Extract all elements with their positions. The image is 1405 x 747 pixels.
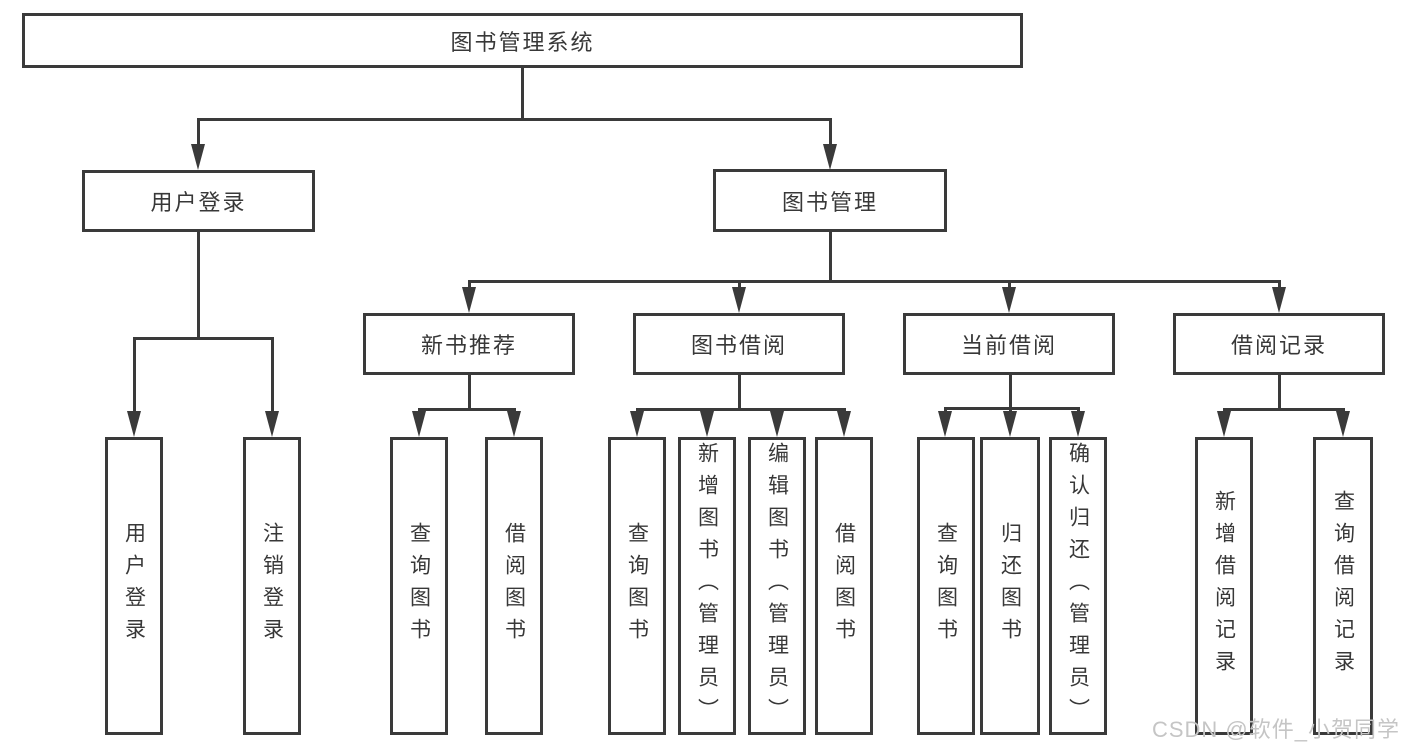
connector-drop-2-3 [1278, 280, 1281, 289]
node-label-leaf-add-record: 新增借阅记录 [1212, 490, 1236, 682]
connector-stem-6 [1278, 375, 1281, 411]
node-label-leaf-query-record: 查询借阅记录 [1331, 490, 1355, 682]
node-book-borrow: 图书借阅 [633, 313, 845, 375]
connector-drop-2-1 [738, 280, 741, 289]
connector-rail-2 [468, 280, 1281, 283]
node-leaf-borrow-book-2: 借阅图书 [815, 437, 873, 735]
connector-rail-3 [418, 408, 516, 411]
arrow-down-icon [732, 287, 746, 313]
node-label-leaf-query-book-3: 查询图书 [934, 522, 958, 650]
connector-rail-6 [1223, 408, 1345, 411]
node-leaf-return-book: 归还图书 [980, 437, 1040, 735]
node-label-leaf-edit-book: 编辑图书（管理员） [765, 442, 789, 730]
connector-drop-2-0 [468, 280, 471, 289]
connector-drop-5-2 [1077, 407, 1080, 413]
connector-stem-2 [829, 232, 832, 283]
connector-stem-0 [521, 68, 524, 121]
connector-stem-3 [468, 375, 471, 411]
connector-drop-2-2 [1008, 280, 1011, 289]
connector-drop-4-1 [706, 408, 709, 413]
arrow-down-icon [938, 411, 952, 437]
node-label-book-management: 图书管理 [781, 189, 878, 215]
node-label-leaf-return-book: 归还图书 [998, 522, 1022, 650]
connector-drop-6-0 [1223, 408, 1226, 413]
connector-drop-3-0 [418, 408, 421, 413]
node-new-book-recommend: 新书推荐 [363, 313, 575, 375]
node-borrow-record: 借阅记录 [1173, 313, 1385, 375]
arrow-down-icon [462, 287, 476, 313]
watermark: CSDN @软件_小贺同学 [1151, 717, 1400, 742]
arrow-down-icon [700, 411, 714, 437]
connector-drop-4-0 [636, 408, 639, 413]
connector-stem-1 [197, 232, 200, 340]
node-leaf-add-record: 新增借阅记录 [1195, 437, 1253, 735]
node-leaf-borrow-book-1: 借阅图书 [485, 437, 543, 735]
node-leaf-user-login: 用户登录 [105, 437, 163, 735]
arrow-down-icon [1217, 411, 1231, 437]
node-leaf-confirm-return: 确认归还（管理员） [1049, 437, 1107, 735]
node-leaf-query-book-3: 查询图书 [917, 437, 975, 735]
arrow-down-icon [1071, 411, 1085, 437]
connector-drop-6-1 [1342, 408, 1345, 413]
arrow-down-icon [1336, 411, 1350, 437]
node-book-management: 图书管理 [713, 169, 947, 232]
arrow-down-icon [1272, 287, 1286, 313]
connector-drop-0-0 [197, 118, 200, 146]
node-label-root: 图书管理系统 [450, 29, 595, 55]
arrow-down-icon [770, 411, 784, 437]
node-user-login: 用户登录 [82, 170, 315, 232]
node-leaf-query-book-2: 查询图书 [608, 437, 666, 735]
connector-rail-1 [133, 337, 274, 340]
connector-drop-1-0 [133, 337, 136, 413]
node-label-leaf-query-book-1: 查询图书 [407, 522, 431, 650]
node-label-leaf-logout: 注销登录 [260, 522, 284, 650]
connector-rail-5 [944, 407, 1080, 410]
node-label-leaf-add-book: 新增图书（管理员） [695, 442, 719, 730]
connector-rail-4 [636, 408, 846, 411]
arrow-down-icon [837, 411, 851, 437]
node-leaf-query-record: 查询借阅记录 [1313, 437, 1373, 735]
arrow-down-icon [1003, 411, 1017, 437]
node-leaf-add-book: 新增图书（管理员） [678, 437, 736, 735]
arrow-down-icon [507, 411, 521, 437]
node-label-leaf-query-book-2: 查询图书 [625, 522, 649, 650]
connector-drop-1-1 [271, 337, 274, 413]
connector-drop-3-1 [513, 408, 516, 413]
node-label-leaf-user-login: 用户登录 [122, 522, 146, 650]
node-leaf-query-book-1: 查询图书 [390, 437, 448, 735]
node-leaf-edit-book: 编辑图书（管理员） [748, 437, 806, 735]
connector-drop-4-2 [776, 408, 779, 413]
connector-drop-0-1 [829, 118, 832, 146]
arrow-down-icon [191, 144, 205, 170]
node-label-new-book-recommend: 新书推荐 [420, 333, 517, 358]
node-label-leaf-borrow-book-1: 借阅图书 [502, 522, 526, 650]
node-label-borrow-record: 借阅记录 [1230, 333, 1327, 358]
node-root: 图书管理系统 [22, 13, 1023, 68]
connector-stem-4 [738, 375, 741, 411]
node-label-leaf-confirm-return: 确认归还（管理员） [1066, 442, 1090, 730]
node-label-current-borrow: 当前借阅 [960, 333, 1057, 358]
node-label-leaf-borrow-book-2: 借阅图书 [832, 522, 856, 650]
node-leaf-logout: 注销登录 [243, 437, 301, 735]
connector-drop-5-1 [1009, 407, 1012, 413]
arrow-down-icon [412, 411, 426, 437]
arrow-down-icon [127, 411, 141, 437]
connector-drop-4-3 [843, 408, 846, 413]
connector-drop-5-0 [944, 407, 947, 413]
arrow-down-icon [1002, 287, 1016, 313]
arrow-down-icon [265, 411, 279, 437]
connector-rail-0 [197, 118, 832, 121]
connector-stem-5 [1009, 375, 1012, 410]
node-label-user-login: 用户登录 [150, 190, 247, 215]
node-current-borrow: 当前借阅 [903, 313, 1115, 375]
arrow-down-icon [630, 411, 644, 437]
node-label-book-borrow: 图书借阅 [690, 333, 787, 358]
arrow-down-icon [823, 144, 837, 170]
